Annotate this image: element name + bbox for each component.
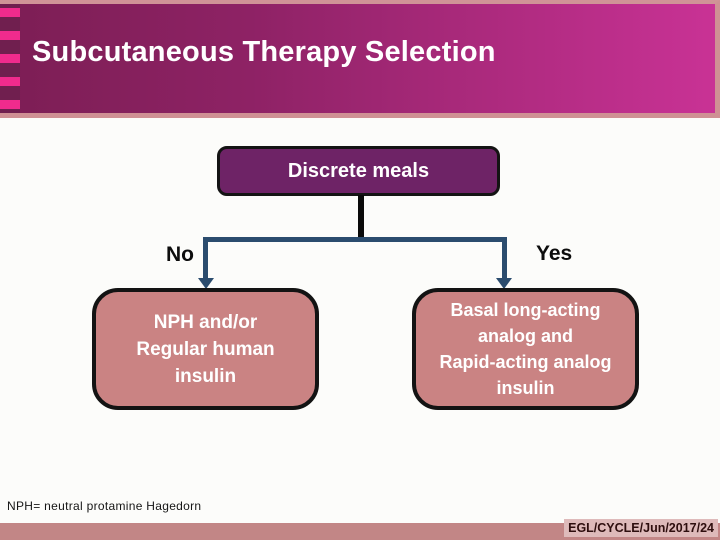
leaf-yes-line: Basal long-acting	[450, 300, 601, 320]
connector-stub-line	[358, 195, 364, 242]
leaf-no-line: insulin	[174, 365, 237, 387]
leaf-no-line: NPH and/or	[153, 311, 258, 333]
footnote-abbreviation: NPH= neutral protamine Hagedorn	[7, 499, 202, 513]
leaf-yes-line: Rapid-acting analog	[439, 352, 612, 372]
branch-label-no: No	[166, 243, 194, 266]
branch-label-yes: Yes	[536, 242, 573, 265]
flowchart-root-node: Discrete meals	[217, 146, 500, 196]
connector-bracket	[203, 237, 507, 281]
decorative-bar-strip	[0, 4, 20, 113]
leaf-no-line: Regular human	[136, 338, 275, 360]
footer-bar	[0, 523, 720, 540]
citation-reference: EGL/CYCLE/Jun/2017/24	[564, 519, 718, 537]
flowchart-leaf-node-no: NPH and/or Regular human insulin	[92, 288, 319, 410]
leaf-yes-line: insulin	[496, 378, 555, 398]
slide-title: Subcutaneous Therapy Selection	[32, 36, 496, 68]
leaf-yes-line: analog and	[477, 326, 573, 346]
flowchart-leaf-node-yes: Basal long-acting analog and Rapid-actin…	[412, 288, 639, 410]
arrow-down-icon	[496, 278, 512, 289]
slide-header: Subcutaneous Therapy Selection	[0, 0, 720, 118]
root-node-label: Discrete meals	[287, 159, 430, 182]
arrow-down-icon	[198, 278, 214, 289]
